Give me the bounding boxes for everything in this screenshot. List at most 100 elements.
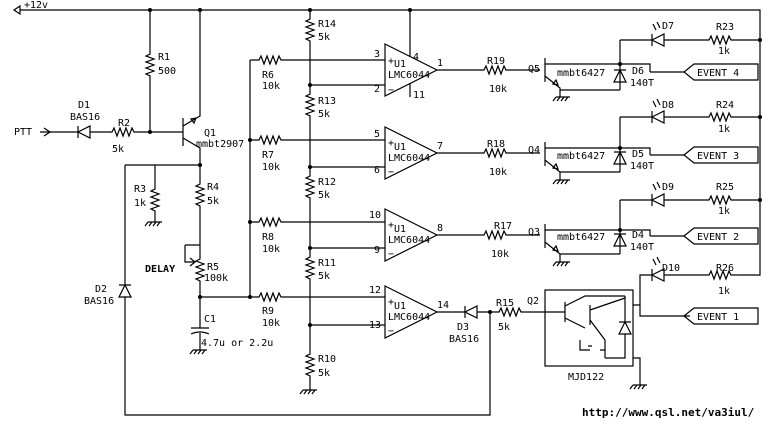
resistor-r6: R6 10k bbox=[250, 55, 385, 92]
resistor-r18: R18 10k bbox=[479, 139, 540, 178]
pin-5: 5 bbox=[374, 129, 380, 140]
r14-ref: R14 bbox=[318, 19, 336, 30]
r5-delay-label: DELAY bbox=[145, 264, 175, 275]
q2-ref: Q2 bbox=[527, 296, 539, 307]
vplus-label: +12v bbox=[24, 0, 48, 11]
d2-value: BAS16 bbox=[84, 296, 114, 307]
r4-value: 5k bbox=[207, 196, 219, 207]
r15-value: 5k bbox=[498, 322, 510, 333]
comparator-input-bus bbox=[200, 60, 255, 299]
r7-ref: R7 bbox=[262, 150, 274, 161]
r6-ref: R6 bbox=[262, 70, 274, 81]
d7-ref: D7 bbox=[662, 21, 674, 32]
u1c-minus: − bbox=[388, 249, 394, 260]
r14-value: 5k bbox=[318, 32, 330, 43]
q1-ref: Q1 bbox=[204, 128, 216, 139]
r9-ref: R9 bbox=[262, 306, 274, 317]
d3-value: BAS16 bbox=[449, 334, 479, 345]
d2-ref: D2 bbox=[95, 284, 107, 295]
d3-ref: D3 bbox=[457, 322, 469, 333]
resistor-r25: R25 1k bbox=[704, 182, 760, 217]
capacitor-c1: C1 4.7u or 2.2u bbox=[189, 297, 273, 355]
q3-ref: Q3 bbox=[528, 227, 540, 238]
resistor-r3: R3 1k bbox=[134, 184, 163, 227]
r24-ref: R24 bbox=[716, 100, 734, 111]
q5-value: mmbt6427 bbox=[557, 68, 605, 79]
event-3-connector: EVENT 3 bbox=[650, 146, 759, 164]
pin-9: 9 bbox=[374, 245, 380, 256]
resistor-r26: R26 1k bbox=[704, 263, 740, 297]
event-2-label: EVENT 2 bbox=[697, 232, 739, 243]
event-1-connector: EVENT 1 bbox=[683, 307, 759, 325]
r11-value: 5k bbox=[318, 271, 330, 282]
resistor-r4: R4 5k bbox=[195, 165, 219, 255]
diode-d2: D2 BAS16 bbox=[84, 164, 491, 416]
r24-value: 1k bbox=[718, 124, 730, 135]
resistor-r9: R9 10k bbox=[254, 292, 385, 329]
r4-ref: R4 bbox=[207, 182, 219, 193]
u1b-value: LMC6044 bbox=[388, 153, 430, 164]
pin-11: 11 bbox=[413, 90, 425, 101]
r7-value: 10k bbox=[262, 162, 280, 173]
u1b-minus: − bbox=[388, 167, 394, 178]
d4-value: 140T bbox=[630, 242, 654, 253]
r23-value: 1k bbox=[718, 46, 730, 57]
r12-value: 5k bbox=[318, 190, 330, 201]
r18-value: 10k bbox=[489, 167, 507, 178]
r11-ref: R11 bbox=[318, 258, 336, 269]
led-d8: D8 bbox=[620, 98, 705, 124]
comparator-u1d: + − U1 LMC6044 12 13 14 bbox=[369, 285, 465, 339]
r26-ref: R26 bbox=[716, 263, 734, 274]
r19-ref: R19 bbox=[487, 56, 505, 67]
pin-12: 12 bbox=[369, 285, 381, 296]
ptt-label: PTT bbox=[14, 127, 32, 138]
event-4-connector: EVENT 4 bbox=[650, 63, 759, 81]
r25-ref: R25 bbox=[716, 182, 734, 193]
comparator-u1c: + − U1 LMC6044 10 9 8 bbox=[369, 208, 480, 262]
diode-d1: D1 BAS16 bbox=[70, 100, 108, 139]
transistor-q4: Q4 mmbt6427 bbox=[528, 142, 620, 185]
d8-ref: D8 bbox=[662, 100, 674, 111]
resistor-r8: R8 10k bbox=[250, 217, 385, 255]
d10-ref: D10 bbox=[662, 263, 680, 274]
r1-ref: R1 bbox=[158, 52, 170, 63]
u1d-value: LMC6044 bbox=[388, 312, 430, 323]
u1c-value: LMC6044 bbox=[388, 235, 430, 246]
r17-ref: R17 bbox=[494, 221, 512, 232]
r15-ref: R15 bbox=[496, 298, 514, 309]
q2-value: MJD122 bbox=[568, 372, 604, 383]
r8-ref: R8 bbox=[262, 232, 274, 243]
pin-3: 3 bbox=[374, 49, 380, 60]
r1-value: 500 bbox=[158, 66, 176, 77]
d5-ref: D5 bbox=[632, 149, 644, 160]
r10-value: 5k bbox=[318, 368, 330, 379]
u1b-ref: U1 bbox=[394, 142, 406, 153]
pin-14: 14 bbox=[437, 300, 449, 311]
node-q1-collector bbox=[154, 163, 202, 185]
d5-value: 140T bbox=[630, 161, 654, 172]
u1b-plus: + bbox=[388, 138, 394, 149]
d4-ref: D4 bbox=[632, 230, 644, 241]
r12-ref: R12 bbox=[318, 177, 336, 188]
c1-value: 4.7u or 2.2u bbox=[201, 338, 273, 349]
d9-ref: D9 bbox=[662, 182, 674, 193]
r23-ref: R23 bbox=[716, 22, 734, 33]
d6-ref: D6 bbox=[632, 66, 644, 77]
event-1-label: EVENT 1 bbox=[697, 312, 739, 323]
resistor-r1: R1 500 bbox=[145, 10, 176, 134]
pin-10: 10 bbox=[369, 210, 381, 221]
u1c-plus: + bbox=[388, 220, 394, 231]
u1c-ref: U1 bbox=[394, 224, 406, 235]
pin-8: 8 bbox=[437, 223, 443, 234]
ptt-input: PTT bbox=[14, 127, 78, 138]
diode-d5: D5 140T bbox=[560, 117, 654, 173]
r8-value: 10k bbox=[262, 244, 280, 255]
r3-value: 1k bbox=[134, 198, 146, 209]
q3-value: mmbt6427 bbox=[557, 232, 605, 243]
led-d10: D10 bbox=[639, 256, 705, 305]
divider-ladder: R14 5k R13 5k R12 5k R11 5k R10 5k bbox=[299, 10, 385, 395]
led-d9: D9 bbox=[620, 181, 705, 207]
comparator-u1b: + − U1 LMC6044 5 6 7 bbox=[374, 126, 480, 180]
event-3-label: EVENT 3 bbox=[697, 151, 739, 162]
r19-value: 10k bbox=[489, 84, 507, 95]
